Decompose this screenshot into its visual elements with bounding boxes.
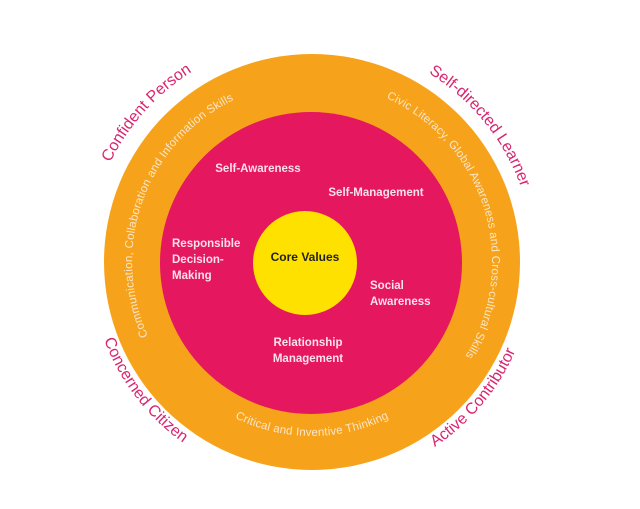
label-social-2: Awareness xyxy=(370,296,431,308)
label-responsible-2: Decision- xyxy=(172,254,224,266)
label-relationship-1: Relationship xyxy=(273,337,342,349)
label-self-awareness: Self-Awareness xyxy=(215,163,300,175)
label-responsible-1: Responsible xyxy=(172,238,240,250)
label-core-values: Core Values xyxy=(271,250,340,264)
label-social-1: Social xyxy=(370,280,404,292)
label-relationship-2: Management xyxy=(273,353,343,365)
label-responsible-3: Making xyxy=(172,270,212,282)
label-self-management: Self-Management xyxy=(328,187,423,199)
core-values-circle xyxy=(253,211,357,315)
